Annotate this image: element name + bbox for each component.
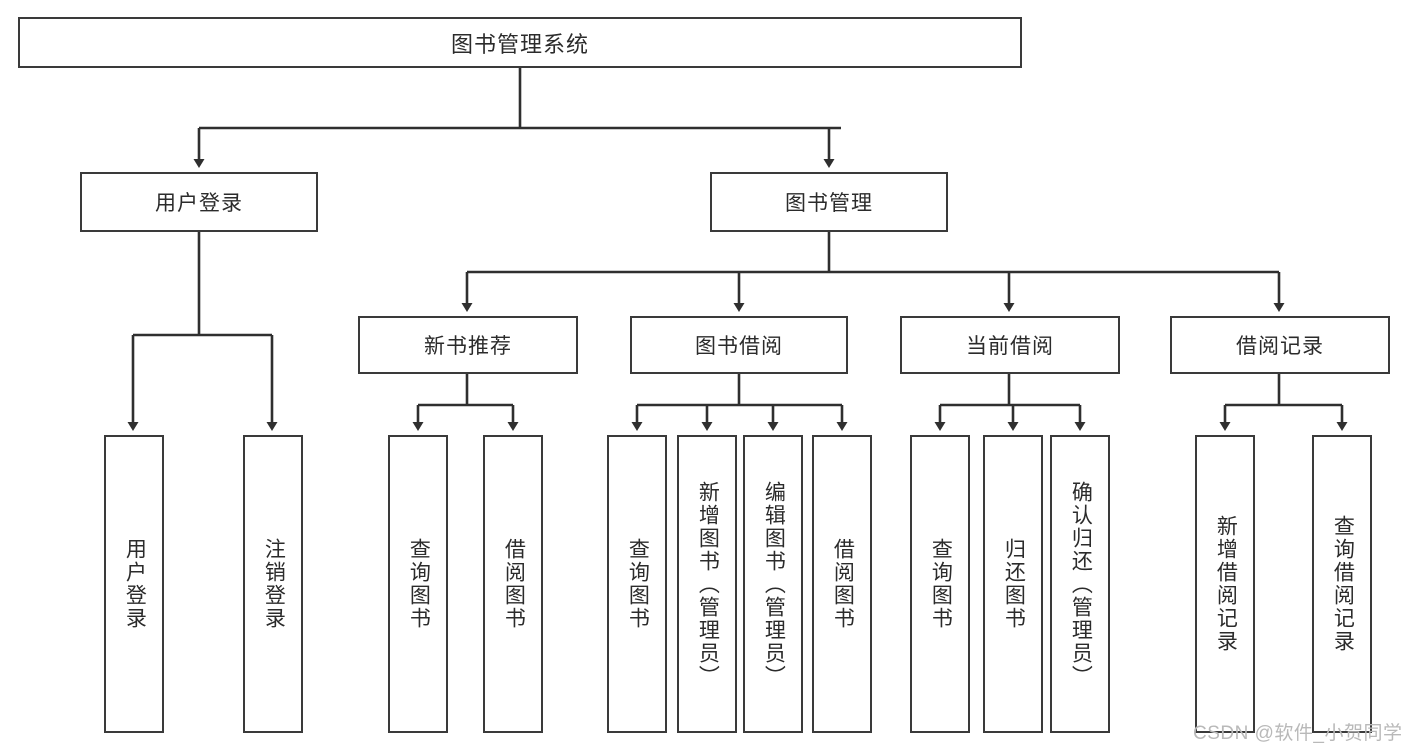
node-new-book-rec[interactable]: 新书推荐: [358, 316, 578, 374]
node-leaf-rec-add-record-label: 新增借阅记录: [1214, 515, 1238, 653]
node-leaf-borrow-query-book[interactable]: 查询图书: [607, 435, 667, 733]
node-leaf-rec-borrow-book[interactable]: 借阅图书: [483, 435, 543, 733]
node-user-login[interactable]: 用户登录: [80, 172, 318, 232]
node-user-login-label: 用户登录: [155, 192, 243, 215]
node-borrow-record-label: 借阅记录: [1236, 335, 1324, 358]
node-leaf-user-login-label: 用户登录: [123, 538, 147, 630]
node-current-borrow[interactable]: 当前借阅: [900, 316, 1120, 374]
node-leaf-cur-query-book[interactable]: 查询图书: [910, 435, 970, 733]
node-book-manage-label: 图书管理: [785, 192, 873, 215]
node-book-borrow[interactable]: 图书借阅: [630, 316, 848, 374]
node-leaf-cur-confirm-return[interactable]: 确认归还（管理员）: [1050, 435, 1110, 733]
node-leaf-rec-query-book[interactable]: 查询图书: [388, 435, 448, 733]
node-root-label: 图书管理系统: [450, 31, 589, 57]
node-leaf-rec-add-record[interactable]: 新增借阅记录: [1195, 435, 1255, 733]
node-new-book-rec-label: 新书推荐: [424, 335, 512, 358]
node-book-manage[interactable]: 图书管理: [710, 172, 948, 232]
node-leaf-borrow-edit-book[interactable]: 编辑图书（管理员）: [743, 435, 803, 733]
node-leaf-borrow-borrow-book-label: 借阅图书: [831, 538, 855, 630]
node-current-borrow-label: 当前借阅: [966, 335, 1054, 358]
node-leaf-borrow-add-book-label: 新增图书（管理员）: [696, 480, 720, 688]
node-leaf-rec-borrow-book-label: 借阅图书: [502, 538, 526, 630]
node-leaf-borrow-query-book-label: 查询图书: [626, 538, 650, 630]
node-leaf-cur-return-book-label: 归还图书: [1002, 538, 1026, 630]
node-borrow-record[interactable]: 借阅记录: [1170, 316, 1390, 374]
node-leaf-rec-query-record[interactable]: 查询借阅记录: [1312, 435, 1372, 733]
node-leaf-cur-query-book-label: 查询图书: [929, 538, 953, 630]
node-leaf-user-logout-label: 注销登录: [262, 538, 286, 630]
node-leaf-user-logout[interactable]: 注销登录: [243, 435, 303, 733]
node-leaf-borrow-borrow-book[interactable]: 借阅图书: [812, 435, 872, 733]
node-leaf-cur-confirm-return-label: 确认归还（管理员）: [1069, 480, 1093, 688]
node-leaf-borrow-edit-book-label: 编辑图书（管理员）: [762, 480, 786, 688]
node-leaf-user-login[interactable]: 用户登录: [104, 435, 164, 733]
node-leaf-borrow-add-book[interactable]: 新增图书（管理员）: [677, 435, 737, 733]
node-leaf-rec-query-record-label: 查询借阅记录: [1331, 515, 1355, 653]
node-book-borrow-label: 图书借阅: [695, 335, 783, 358]
csdn-watermark: CSDN @软件_小贺同学: [1193, 723, 1403, 744]
node-root[interactable]: 图书管理系统: [18, 17, 1022, 68]
node-leaf-cur-return-book[interactable]: 归还图书: [983, 435, 1043, 733]
node-leaf-rec-query-book-label: 查询图书: [407, 538, 431, 630]
